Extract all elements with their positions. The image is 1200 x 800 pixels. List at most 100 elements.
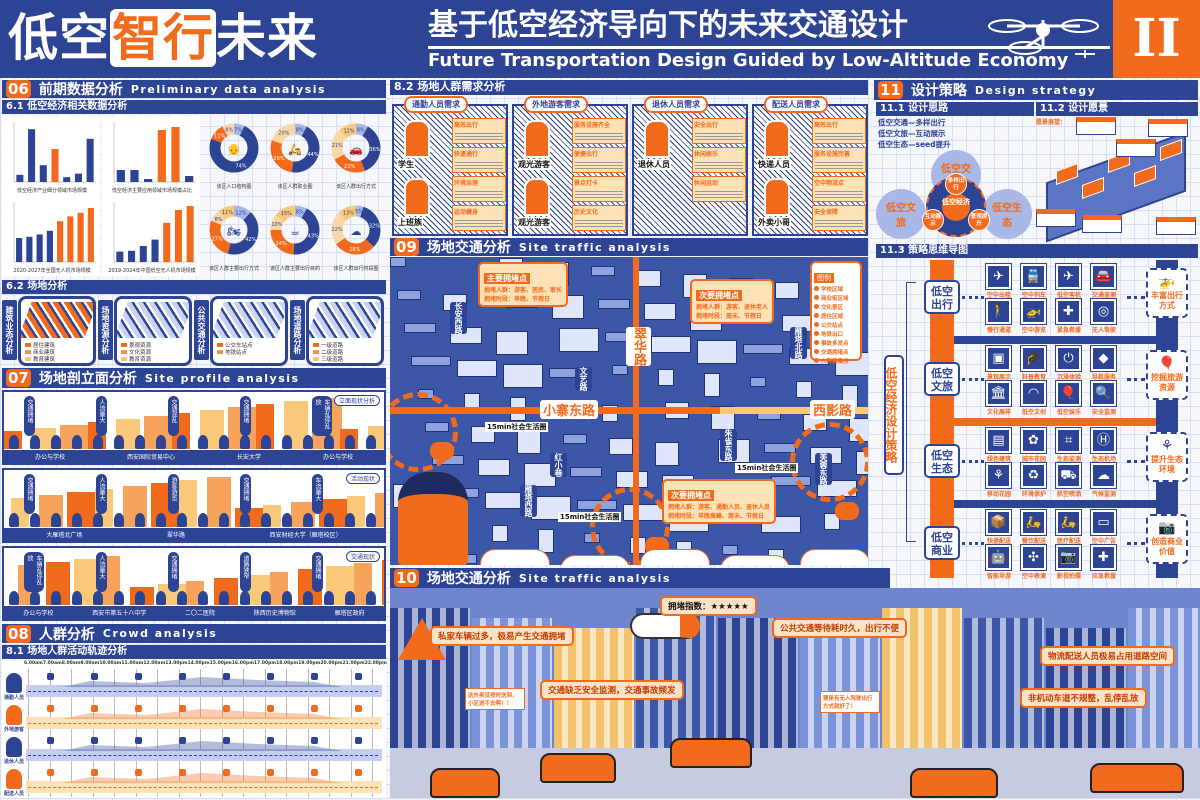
main-title: 低空智行未来 bbox=[8, 6, 318, 70]
root-connector bbox=[906, 282, 916, 542]
legend-dot bbox=[814, 331, 819, 336]
profile-tag: 交通现状 bbox=[345, 551, 380, 562]
tree bbox=[240, 591, 250, 605]
city-block bbox=[743, 344, 783, 354]
legend-dot bbox=[814, 322, 819, 327]
motorcycle-icon: 🏍 bbox=[227, 225, 241, 238]
tree bbox=[9, 591, 19, 605]
icon-低空出行-7: ✚ bbox=[1055, 298, 1082, 325]
legend-item: 教育资源 bbox=[121, 355, 151, 363]
bar bbox=[26, 236, 33, 262]
site-card-label: 公共交通分析 bbox=[194, 300, 209, 360]
legend-swatch bbox=[25, 357, 31, 361]
need-box: 快速通行 bbox=[452, 147, 506, 173]
person-figure bbox=[404, 120, 430, 158]
category-node: 低空出行 bbox=[924, 280, 960, 314]
tree bbox=[30, 435, 40, 449]
legend-item: 教育建筑 bbox=[25, 355, 55, 363]
slice-label: 5% bbox=[355, 209, 363, 215]
activity-icon bbox=[311, 737, 318, 744]
category-node: 低空生态 bbox=[924, 444, 960, 478]
legend-dot bbox=[814, 349, 819, 354]
profile-pin: 游客游览 bbox=[168, 474, 179, 514]
legend-item: 公交站点 bbox=[814, 321, 858, 329]
donut-slice bbox=[270, 123, 320, 173]
congestion-callout: 次要拥堵点拥堵人群：游客、通勤人员、退休人员拥堵时段：早晚高峰、周末、节假日 bbox=[662, 479, 777, 524]
poster-header: 低空智行未来 基于低空经济导向下的未来交通设计 Future Transport… bbox=[0, 0, 1200, 78]
tree bbox=[324, 513, 334, 527]
profile-pin: 交通拥堵 bbox=[312, 552, 323, 592]
site-map bbox=[309, 302, 381, 338]
chart-title: 2020-2027年全国无人机市场规模 bbox=[13, 267, 90, 274]
road-label: 芙蓉东路 bbox=[815, 453, 832, 485]
legend-item: 商业建筑 bbox=[25, 348, 55, 356]
result-icon: ⚘ bbox=[1160, 438, 1174, 454]
arrow-connector bbox=[962, 296, 984, 299]
strategy-mindmap: 低空经济设计策略低空出行✈空中出租🚆空中列车✈低空客机🚘交通监测🚶慢行通道🚁空中… bbox=[874, 260, 1200, 580]
person-avatar bbox=[6, 673, 22, 693]
icon-低空生态-3: ⌗ bbox=[1055, 427, 1082, 454]
subsection-11-1: 11.1 设计思路 bbox=[876, 102, 1034, 116]
site-card-label: 场地道路分析 bbox=[290, 300, 305, 360]
time-tick: 10.00am bbox=[99, 661, 122, 666]
city-block bbox=[658, 369, 674, 386]
legend-label: 居住区域 bbox=[821, 314, 844, 320]
legend-swatch bbox=[121, 357, 127, 361]
need-box: 便捷出行 bbox=[572, 147, 626, 173]
icon-低空生态-7: ⛟ bbox=[1055, 462, 1082, 489]
place-label: 长安大学 bbox=[236, 454, 261, 461]
slice-label: 11% bbox=[214, 133, 225, 139]
icon-低空商业-7: 📷 bbox=[1055, 544, 1082, 571]
place-label: 办公与学校 bbox=[23, 610, 54, 617]
section-number: 08 bbox=[6, 624, 31, 643]
needs-title: 外地游客需求 bbox=[524, 96, 588, 113]
tree bbox=[303, 591, 313, 605]
legend-item: 文化资源 bbox=[121, 348, 151, 356]
need-title: 安全出行 bbox=[694, 122, 719, 129]
needs-title: 通勤人员需求 bbox=[404, 96, 468, 113]
need-box: 休闲运动 bbox=[692, 176, 746, 202]
cloud bbox=[480, 549, 550, 565]
icon-低空生态-6: ♻ bbox=[1020, 462, 1047, 489]
tree bbox=[282, 591, 292, 605]
road-label: 长安西路 bbox=[450, 302, 467, 334]
result-label: 创造商业价值 bbox=[1151, 537, 1183, 556]
tree bbox=[51, 435, 61, 449]
profile-pin: 交通拥堵 bbox=[24, 474, 35, 514]
profile-pin: 交通混乱 bbox=[168, 396, 179, 436]
problem-callout: 物流配送人员极易占用道路空间 bbox=[1040, 646, 1176, 666]
legend-label: 教育资源 bbox=[129, 357, 152, 363]
site-map bbox=[213, 302, 285, 338]
hub-node: 多样出行 bbox=[945, 173, 967, 195]
callout-line: 拥堵时段：周末、节假日 bbox=[696, 313, 763, 320]
slice-label: 28% bbox=[273, 156, 284, 162]
strategy-label: 智能导游 bbox=[986, 573, 1011, 580]
activity-icon bbox=[311, 705, 318, 712]
legend-label: 文化资源 bbox=[129, 350, 152, 356]
activity-icon bbox=[223, 769, 230, 776]
tree bbox=[345, 435, 355, 449]
needs-card: 快递人员外卖小哥高效出行服务设施完善空中物流点安全保障 bbox=[752, 104, 868, 236]
chart-title: 该区人群出行时段图 bbox=[333, 265, 378, 272]
drone-icon bbox=[988, 19, 1099, 58]
legend-item: 三级道路 bbox=[313, 355, 343, 363]
site-map bbox=[117, 302, 189, 338]
vision-callout bbox=[1036, 209, 1076, 227]
slice-label: 13% bbox=[343, 211, 354, 217]
tree bbox=[72, 513, 82, 527]
subtitle-cn: 基于低空经济导向下的未来交通设计 bbox=[428, 8, 908, 43]
icon-低空商业-3: 🛵 bbox=[1055, 509, 1082, 536]
tree bbox=[9, 513, 19, 527]
slice-label: 12% bbox=[343, 128, 354, 134]
bar bbox=[174, 210, 182, 262]
cloud bbox=[640, 549, 710, 565]
need-title: 运动健身 bbox=[454, 209, 479, 216]
building bbox=[882, 608, 962, 768]
life-circle-label: 15min社会生活圈 bbox=[735, 463, 799, 473]
road-label: 红小巷 bbox=[550, 453, 567, 477]
need-box: 安全保障 bbox=[812, 205, 866, 231]
section-title: 设计策略 bbox=[910, 83, 967, 99]
vehicle bbox=[430, 768, 500, 798]
